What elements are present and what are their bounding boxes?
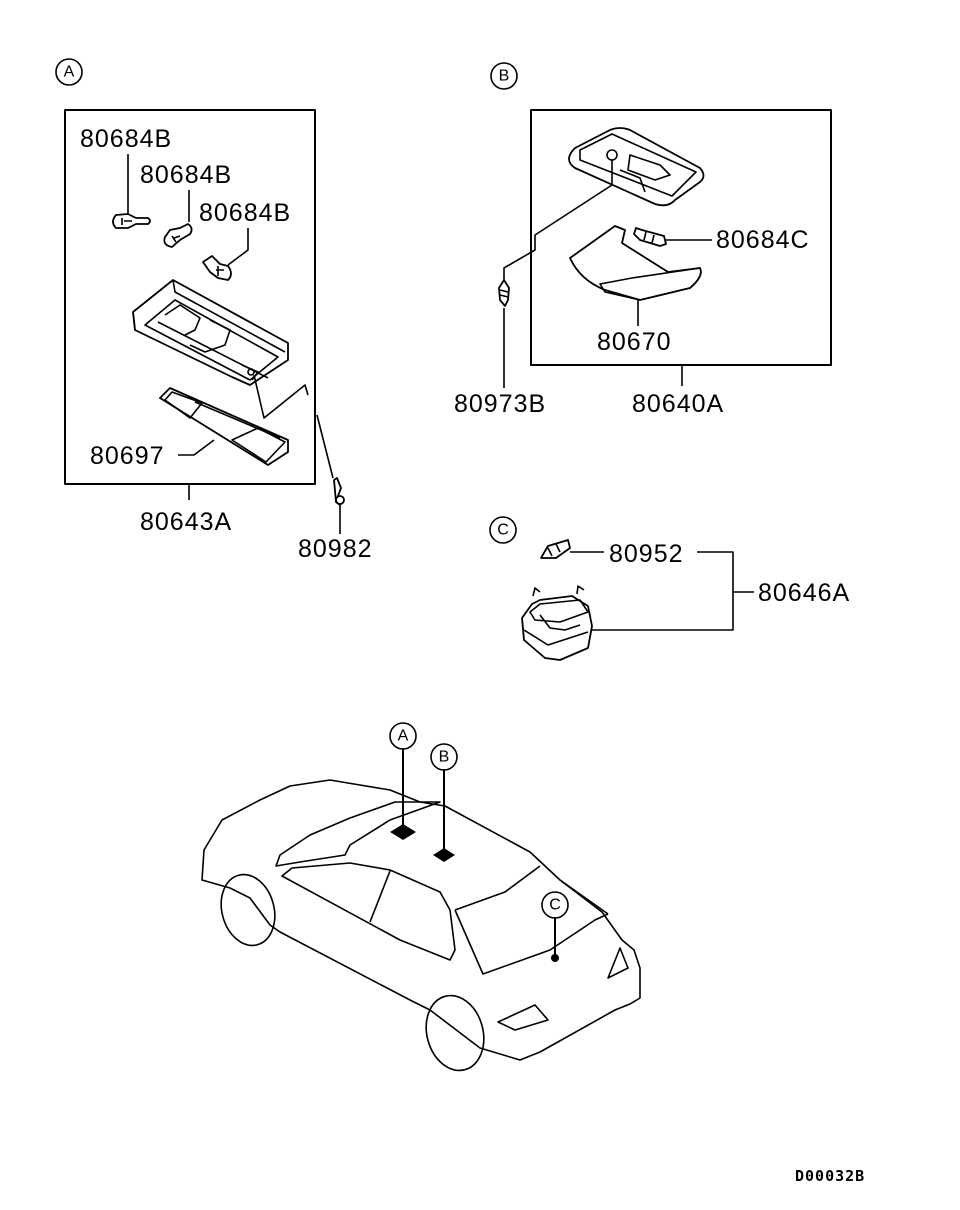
part-label-80684b-3[interactable]: 80684B <box>199 199 291 227</box>
vehicle-marker-a: A <box>389 722 417 840</box>
vehicle-marker-b: B <box>430 743 458 862</box>
part-label-80684c[interactable]: 80684C <box>716 226 810 254</box>
lamp-housing-a <box>132 279 309 419</box>
assembly-label-80643a[interactable]: 80643A <box>140 508 232 536</box>
bulb-icon <box>202 255 232 281</box>
bulb-icon <box>163 223 193 248</box>
part-label-80697[interactable]: 80697 <box>90 442 165 470</box>
part-label-80684b-1[interactable]: 80684B <box>80 125 172 153</box>
group-b: B 80684C 80670 80640A 80973B <box>454 62 832 418</box>
group-c: C 80952 80646A <box>489 516 850 661</box>
assembly-a-box <box>64 109 316 485</box>
svg-text:A: A <box>398 728 409 745</box>
svg-text:A: A <box>64 64 75 81</box>
vehicle-outline: A B C <box>201 722 641 1072</box>
group-a-marker: A <box>55 58 83 86</box>
lens-b <box>569 225 702 301</box>
assembly-b-box <box>530 109 832 366</box>
group-a: A 80684B 80684B 80684B 80697 80643A 8098… <box>55 58 373 563</box>
lamp-housing-c <box>521 585 593 661</box>
svg-text:C: C <box>549 897 561 914</box>
part-label-80684b-2[interactable]: 80684B <box>140 161 232 189</box>
svg-text:C: C <box>497 522 509 539</box>
drawing-code: D00032B <box>795 1167 865 1185</box>
bulb-icon <box>112 213 151 229</box>
group-b-marker: B <box>490 62 518 90</box>
lamp-housing-b <box>503 127 705 280</box>
vehicle-marker-c: C <box>541 891 569 962</box>
part-label-80973b[interactable]: 80973B <box>454 390 546 418</box>
svg-text:B: B <box>499 68 510 85</box>
screw-icon <box>316 414 345 506</box>
bulb-icon <box>633 227 667 247</box>
lens-a <box>159 387 289 466</box>
part-label-80952[interactable]: 80952 <box>609 540 684 568</box>
assembly-label-80640a[interactable]: 80640A <box>632 390 724 418</box>
bulb-icon <box>540 539 571 559</box>
assembly-label-80646a[interactable]: 80646A <box>758 579 850 607</box>
screw-icon <box>498 279 510 307</box>
part-label-80670[interactable]: 80670 <box>597 328 672 356</box>
part-label-80982[interactable]: 80982 <box>298 535 373 563</box>
group-c-marker: C <box>489 516 517 544</box>
svg-text:B: B <box>439 749 450 766</box>
